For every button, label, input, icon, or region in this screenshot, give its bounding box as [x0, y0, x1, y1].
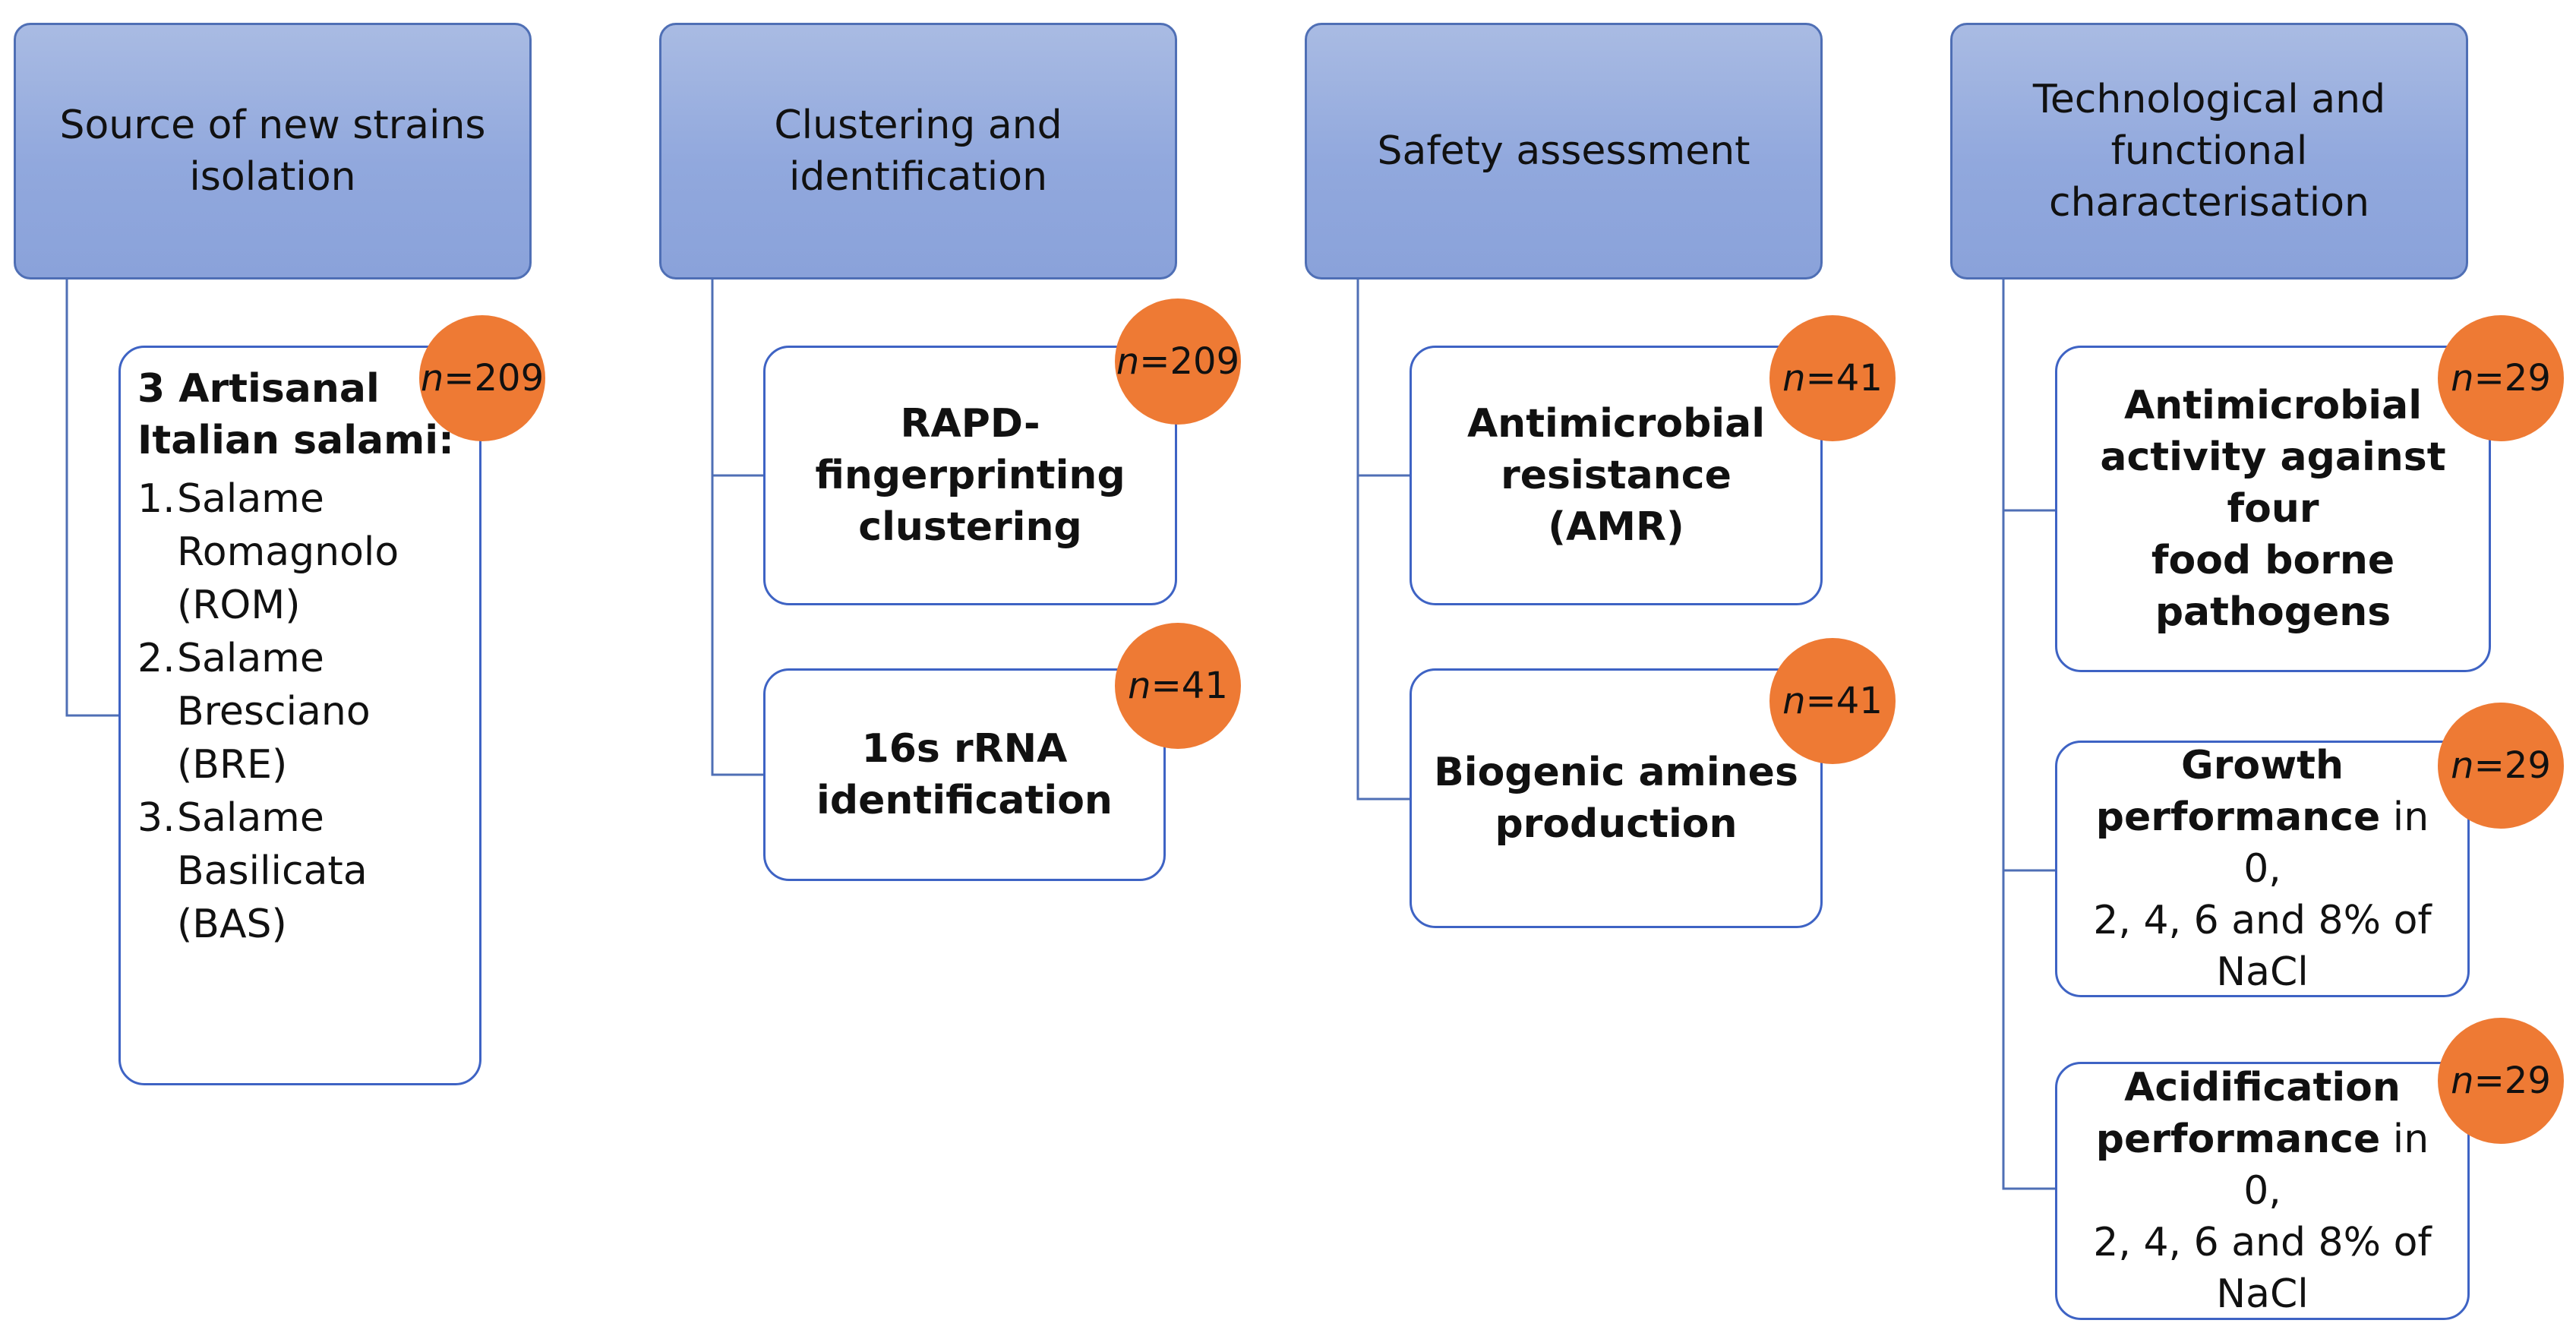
- list-item-text: Salame Basilicata (BAS): [177, 795, 368, 947]
- growth-performance-label: performance: [2095, 794, 2381, 840]
- badge-n-label: n: [2451, 1060, 2474, 1102]
- header-technological: Technological and functional characteris…: [1950, 23, 2468, 280]
- list-item: 3. Salame Basilicata (BAS): [137, 791, 454, 951]
- acidification-performance-card: Acidification performance in 0, 2, 4, 6 …: [2055, 1062, 2470, 1320]
- list-item-text: Salame Romagnolo (ROM): [177, 476, 399, 628]
- growth-performance-card: Growth performance in 0, 2, 4, 6 and 8% …: [2055, 741, 2470, 997]
- amr-card-label: Antimicrobial resistance (AMR): [1466, 401, 1766, 550]
- count-badge: n=209: [1115, 298, 1241, 425]
- list-item: 1. Salame Romagnolo (ROM): [137, 472, 454, 632]
- badge-value: =41: [1151, 665, 1228, 707]
- badge-n-label: n: [1782, 680, 1806, 722]
- salami-list: 1. Salame Romagnolo (ROM) 2. Salame Bres…: [137, 472, 454, 951]
- connector-col2: [711, 278, 763, 776]
- badge-value: =29: [2473, 357, 2551, 400]
- list-item: 2. Salame Bresciano (BRE): [137, 632, 454, 791]
- count-badge: n=41: [1769, 315, 1896, 441]
- badge-value: =41: [1805, 357, 1883, 400]
- connector-col3: [1356, 278, 1410, 801]
- growth-range-text: in 0,: [2243, 794, 2429, 892]
- source-title: 3 Artisanal Italian salami:: [137, 366, 454, 463]
- header-clustering-label: Clustering and identification: [774, 103, 1062, 200]
- rrna-card-label: 16s rRNA identification: [816, 726, 1113, 823]
- badge-n-label: n: [1782, 357, 1806, 400]
- list-item-number: 1.: [137, 476, 175, 522]
- growth-nacl-text: 2, 4, 6 and 8% of NaCl: [2093, 898, 2432, 995]
- antimicrobial-activity-card: Antimicrobial activity against four food…: [2055, 346, 2491, 672]
- header-clustering: Clustering and identification: [659, 23, 1177, 280]
- rapd-card-label: RAPD- fingerprinting clustering: [815, 401, 1125, 550]
- acidification-label: Acidification: [2124, 1065, 2401, 1110]
- count-badge: n=29: [2438, 1018, 2564, 1144]
- count-badge: n=29: [2438, 315, 2564, 441]
- biogenic-amines-card: Biogenic amines production: [1410, 668, 1823, 928]
- connector-col1: [65, 278, 118, 717]
- biogenic-amines-card-label: Biogenic amines production: [1434, 750, 1798, 847]
- badge-value: =29: [2473, 744, 2551, 787]
- source-card: 3 Artisanal Italian salami: 1. Salame Ro…: [118, 346, 481, 1085]
- badge-n-label: n: [2451, 744, 2474, 787]
- badge-value: =209: [1139, 340, 1240, 383]
- badge-value: =41: [1805, 680, 1883, 722]
- badge-n-label: n: [1128, 665, 1151, 707]
- count-badge: n=209: [419, 315, 545, 441]
- header-safety-label: Safety assessment: [1377, 128, 1750, 174]
- header-source: Source of new strains isolation: [14, 23, 532, 280]
- header-safety: Safety assessment: [1305, 23, 1823, 280]
- rapd-card: RAPD- fingerprinting clustering: [763, 346, 1177, 605]
- list-item-text: Salame Bresciano (BRE): [177, 636, 371, 788]
- badge-value: =29: [2473, 1060, 2551, 1102]
- list-item-number: 3.: [137, 795, 175, 841]
- header-source-label: Source of new strains isolation: [59, 103, 486, 200]
- amr-card: Antimicrobial resistance (AMR): [1410, 346, 1823, 605]
- badge-value: =209: [444, 357, 545, 400]
- acidification-range-text: in 0,: [2243, 1116, 2429, 1214]
- list-item-number: 2.: [137, 636, 175, 681]
- badge-n-label: n: [420, 357, 444, 400]
- rrna-card: 16s rRNA identification: [763, 668, 1166, 881]
- acidification-nacl-text: 2, 4, 6 and 8% of NaCl: [2093, 1220, 2432, 1317]
- header-technological-label: Technological and functional characteris…: [2032, 77, 2386, 226]
- count-badge: n=29: [2438, 703, 2564, 829]
- badge-n-label: n: [1116, 340, 1140, 383]
- connector-col4: [2002, 278, 2055, 1190]
- antimicrobial-activity-card-label: Antimicrobial activity against four food…: [2100, 383, 2446, 635]
- growth-label: Growth: [2181, 743, 2344, 788]
- acidification-performance-label: performance: [2095, 1116, 2381, 1162]
- badge-n-label: n: [2451, 357, 2474, 400]
- count-badge: n=41: [1769, 638, 1896, 764]
- count-badge: n=41: [1115, 623, 1241, 749]
